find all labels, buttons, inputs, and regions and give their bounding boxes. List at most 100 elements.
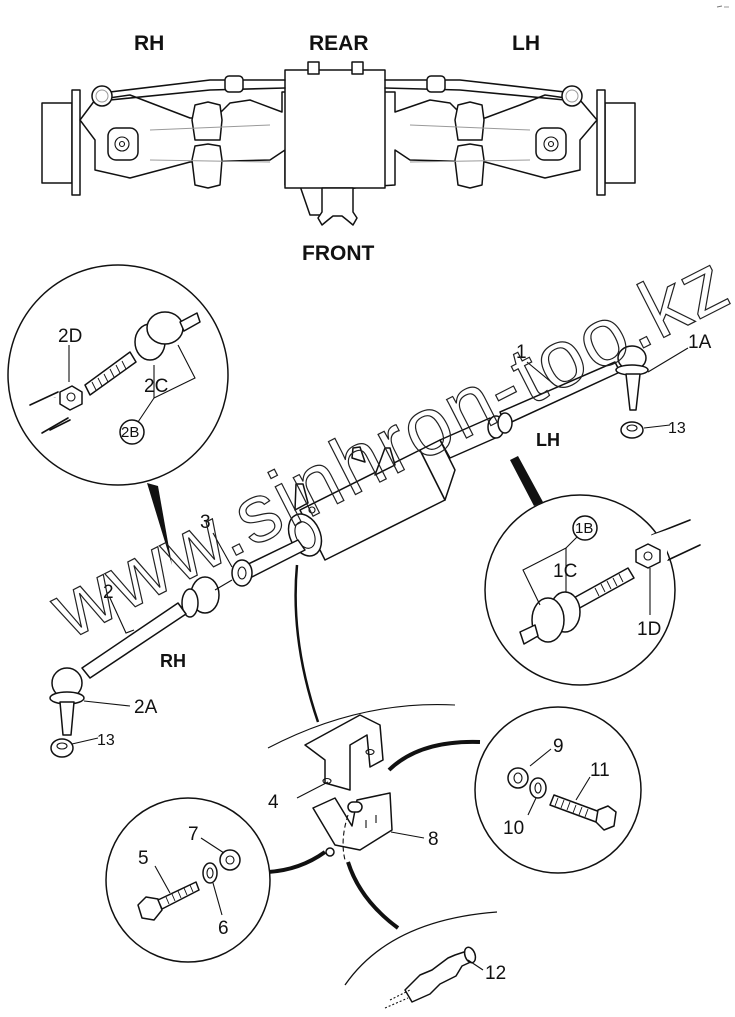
lh-hub-flange — [596, 89, 606, 196]
lh-spring-pad — [454, 143, 485, 189]
callout-2b-circle — [119, 419, 145, 445]
leader-9 — [529, 748, 552, 767]
callout-2d: 2D — [58, 326, 82, 347]
leader-6 — [212, 882, 223, 916]
leader-13-lh — [643, 424, 671, 429]
callout-1b-circle — [572, 515, 598, 541]
leader-1a — [647, 347, 689, 373]
spring-washer-10 — [529, 777, 547, 799]
leader-2c — [153, 344, 196, 399]
hose-fitting-12 — [404, 949, 476, 1003]
callout-1c: 1C — [553, 561, 577, 582]
detail-circle-1b: 1B 1C 1D — [484, 494, 701, 686]
callout-11: 11 — [590, 760, 610, 781]
detail-circle-2b: 2B 2D 2C — [7, 264, 229, 486]
track-rod-rh-lower — [109, 87, 286, 101]
connector-detail-5-7 — [267, 850, 327, 874]
pinion-yoke — [317, 187, 358, 226]
leader-2 — [109, 597, 135, 634]
overview-label-rh: RH — [134, 32, 164, 55]
lh-spring-pad-top — [454, 101, 485, 141]
nut-1d — [635, 543, 661, 569]
side-label-lh: LH — [536, 430, 560, 450]
washer-9 — [507, 767, 529, 789]
lh-rod-joint — [426, 75, 446, 93]
lh-kingpin-boss — [535, 127, 567, 161]
leader-11 — [575, 776, 591, 801]
rh-tie-rod — [81, 602, 187, 679]
track-rod-rh-upper — [109, 79, 286, 93]
callout-2: 2 — [103, 582, 114, 603]
bracket-assembly: 4 8 — [267, 704, 456, 861]
nut-2d — [59, 385, 83, 411]
washer-7 — [219, 849, 241, 871]
differential-housing — [284, 69, 386, 189]
lh-ball-joint — [561, 85, 583, 107]
side-label-rh: RH — [160, 651, 186, 671]
callout-5: 5 — [138, 848, 149, 869]
overview-label-lh: LH — [512, 32, 540, 55]
corner-mark — [716, 5, 723, 8]
rh-hub-flange — [71, 89, 81, 196]
callout-7: 7 — [188, 824, 199, 845]
bracket-4 — [304, 714, 384, 791]
callout-12: 12 — [485, 963, 506, 984]
leader-4 — [296, 781, 329, 799]
track-rod-assembly: LH RH — [49, 345, 649, 758]
leader-5 — [154, 865, 171, 894]
connector-detail-12 — [346, 861, 400, 930]
diff-lug-left — [307, 61, 320, 75]
bolt-5-head — [137, 896, 163, 921]
spring-washer-6 — [202, 862, 218, 884]
leader-1 — [526, 361, 557, 387]
bolt-11-head — [595, 805, 617, 831]
callout-13-lh: 13 — [668, 420, 686, 437]
rh-rod-joint — [224, 75, 244, 93]
callout-4: 4 — [268, 792, 279, 813]
overview-label-front: FRONT — [302, 242, 374, 265]
rh-nut-13 — [50, 738, 74, 758]
callout-1b: 1B — [575, 520, 593, 537]
callout-1: 1 — [516, 342, 527, 363]
rh-locknut — [181, 588, 199, 618]
tube-bracket-tab-left — [294, 483, 309, 511]
track-rod-lh-lower — [384, 87, 566, 101]
callout-2c: 2C — [144, 376, 168, 397]
callout-9: 9 — [553, 736, 564, 757]
rh-kingpin-boss — [107, 127, 139, 161]
track-rod-lh-upper — [384, 79, 566, 93]
callout-2b: 2B — [121, 424, 139, 441]
lh-wheel-hub — [604, 102, 636, 184]
pointer-2b — [147, 483, 172, 565]
callout-13-rh: 13 — [97, 732, 115, 749]
callout-1d: 1D — [637, 619, 661, 640]
leader-2a — [83, 700, 131, 707]
rh-ball-joint — [91, 85, 113, 107]
rh-wheel-hub — [41, 102, 73, 184]
pointer-1b — [510, 456, 543, 506]
tube-bracket-tab-right — [374, 447, 396, 476]
connector-bracket — [294, 564, 320, 723]
leader-12 — [467, 959, 484, 971]
callout-3: 3 — [200, 512, 211, 533]
detail-circle-12: 12 — [344, 911, 506, 1009]
bracket-bolt-head — [325, 847, 335, 857]
detail-circle-5-7: 5 6 7 — [105, 797, 271, 963]
connector-detail-9-11 — [387, 739, 481, 772]
diff-lug-right — [351, 61, 364, 75]
leader-8 — [390, 831, 425, 839]
leader-3 — [212, 532, 233, 568]
washer-3 — [231, 559, 253, 587]
callout-2a: 2A — [134, 697, 158, 718]
leader-10 — [527, 797, 537, 816]
callout-10: 10 — [503, 818, 524, 839]
lh-nut-13 — [620, 421, 644, 439]
leader-7 — [200, 837, 225, 854]
leader-1c — [522, 547, 567, 606]
leader-13-rh — [71, 737, 99, 745]
rh-spring-pad-top — [191, 101, 223, 141]
callout-8: 8 — [428, 829, 439, 850]
overview-label-rear: REAR — [309, 32, 369, 55]
detail-circle-9-11: 9 10 11 — [474, 706, 642, 874]
